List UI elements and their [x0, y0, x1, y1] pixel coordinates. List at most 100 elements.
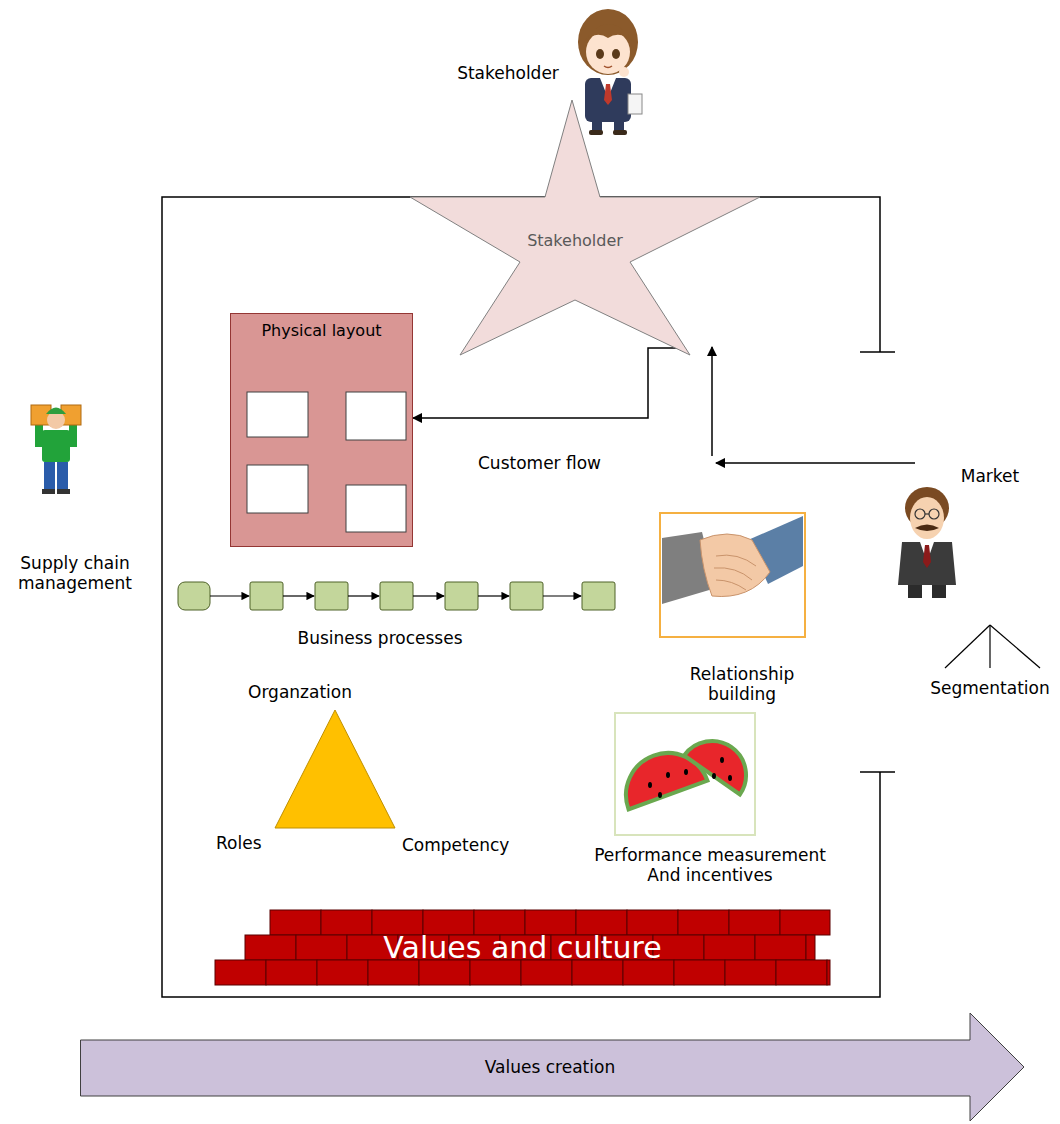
frame-tick	[860, 351, 895, 353]
triangle-label: Competency	[402, 835, 514, 855]
stakeholder-star-shape	[410, 100, 760, 355]
brick	[215, 960, 266, 985]
segment-line	[989, 625, 990, 668]
node-text: Stakeholder	[527, 231, 623, 250]
supply-chain-person	[31, 405, 81, 494]
tie	[604, 84, 612, 105]
picture-frame	[660, 513, 805, 637]
shoe	[57, 489, 70, 494]
organization-triangle	[275, 710, 395, 828]
cap	[46, 408, 66, 415]
melon-seed	[658, 792, 662, 798]
brick	[704, 935, 755, 960]
arm	[69, 425, 77, 447]
node-text-box: Values and culture	[215, 910, 830, 985]
star-outline	[410, 100, 760, 355]
mouth	[604, 66, 612, 68]
brick	[806, 935, 815, 960]
brick	[245, 935, 296, 960]
brick	[674, 960, 725, 985]
person-label: Market	[955, 466, 1025, 486]
glasses	[915, 509, 925, 519]
person-label: Stakeholder	[450, 63, 566, 83]
shirt	[42, 430, 70, 462]
process-step	[380, 582, 413, 610]
hair	[584, 24, 634, 42]
hands	[700, 534, 770, 597]
flow-arrow	[413, 348, 685, 418]
person-label: Supply chain management	[10, 553, 140, 594]
segment-line	[990, 625, 1040, 668]
node-text-box: Physical layout	[230, 321, 413, 340]
process-arrow	[283, 595, 314, 596]
brick	[321, 910, 372, 935]
process-arrow	[210, 595, 249, 596]
segment-line	[945, 625, 990, 668]
melon-seed	[648, 782, 652, 788]
process-step	[178, 582, 210, 610]
node-text: Values and culture	[383, 930, 661, 966]
arm	[35, 425, 43, 447]
melon-seed	[720, 757, 724, 763]
brick	[266, 960, 317, 985]
room-square	[346, 392, 406, 440]
node-text: Values creation	[485, 1057, 615, 1077]
brick	[270, 910, 321, 935]
leg	[57, 462, 68, 490]
brick	[317, 960, 368, 985]
arrow-outline	[81, 1013, 1025, 1121]
picture-caption: Performance measurement And incentives	[585, 845, 835, 886]
triangle-label: Roles	[216, 833, 274, 853]
brick	[296, 935, 347, 960]
leg	[932, 585, 946, 598]
box-outline	[231, 314, 413, 547]
suit	[585, 78, 631, 122]
brick	[729, 910, 780, 935]
process-label: Business processes	[280, 628, 480, 648]
hand	[619, 67, 629, 77]
process-arrow	[348, 595, 379, 596]
fingers	[714, 555, 756, 590]
frame-tick	[860, 771, 895, 773]
tie	[923, 545, 931, 568]
process-step	[250, 582, 283, 610]
melon-slice	[684, 728, 759, 795]
node-text-box: Stakeholder	[410, 231, 740, 250]
process-arrow	[413, 595, 444, 596]
market-arrow	[711, 347, 713, 456]
process-step	[315, 582, 348, 610]
eye	[596, 49, 604, 59]
triangle-label: Organzation	[240, 682, 360, 702]
melon-seed	[728, 775, 732, 781]
room-square	[247, 392, 308, 437]
glasses	[925, 513, 929, 514]
layout-box-shape	[230, 313, 413, 547]
market-arrow	[716, 462, 915, 464]
melon-seed	[666, 772, 670, 778]
brick	[725, 960, 776, 985]
brick	[678, 910, 729, 935]
melon-seed	[684, 769, 688, 775]
process-step	[510, 582, 543, 610]
hair	[578, 9, 638, 75]
value-arrow: Values creation	[80, 1012, 1025, 1122]
stakeholder-star: Stakeholder	[410, 100, 760, 355]
brick	[827, 960, 830, 985]
segment-label: Segmentation	[928, 678, 1052, 698]
process-chain	[178, 582, 615, 610]
layout-box: Physical layout	[230, 313, 413, 547]
process-step	[582, 582, 615, 610]
shoe	[42, 489, 55, 494]
node-text-box: Values creation	[80, 1012, 1020, 1122]
watermelon-picture	[614, 713, 759, 835]
room-square	[346, 485, 406, 532]
handshake-picture	[660, 513, 805, 637]
brick	[780, 910, 830, 935]
room-square	[247, 465, 308, 513]
market-person	[898, 487, 956, 598]
glasses	[929, 509, 939, 519]
picture-caption: Relationship building	[677, 664, 807, 705]
face	[910, 497, 944, 539]
suit	[898, 542, 956, 585]
clipboard	[628, 94, 642, 114]
